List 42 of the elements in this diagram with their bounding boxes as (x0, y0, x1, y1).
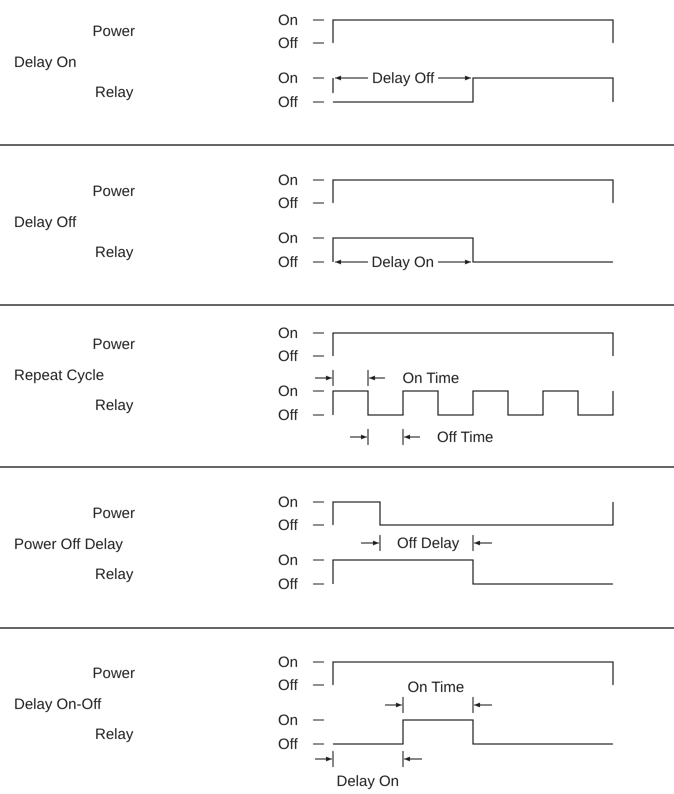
signal-name: Relay (94, 396, 134, 414)
section-title: Delay On-Off (13, 696, 102, 712)
level-label: Off (277, 34, 299, 52)
level-label: Off (277, 736, 299, 752)
level-label: Off (277, 576, 299, 592)
level-label: Off (277, 348, 299, 364)
signal-name: Relay (94, 726, 134, 742)
level-label: On (277, 654, 300, 670)
interval-label: On Time (406, 678, 466, 696)
level-label: Off (277, 516, 299, 534)
section-title: Power Off Delay (13, 536, 124, 552)
signal-name: Power (92, 22, 136, 40)
level-label: On (277, 712, 300, 728)
level-label: On (277, 494, 300, 510)
section-title: Repeat Cycle (13, 366, 106, 384)
section-title: Delay On (13, 54, 78, 70)
interval-label: Off Delay (396, 534, 460, 552)
signal-name: Power (92, 504, 136, 522)
level-label: Off (277, 94, 299, 110)
level-label: On (277, 70, 300, 86)
signal-name: Relay (94, 566, 134, 582)
interval-label: Off Time (436, 428, 494, 446)
level-label: On (277, 172, 300, 188)
interval-label: Delay On (370, 254, 436, 270)
level-label: Off (277, 254, 299, 270)
level-label: On (277, 552, 300, 568)
level-label: Off (277, 406, 299, 424)
level-label: Off (277, 194, 299, 212)
interval-label: Delay On (336, 772, 400, 790)
level-label: Off (277, 676, 299, 694)
level-label: On (277, 12, 300, 28)
signal-name: Power (92, 182, 136, 200)
interval-label: Delay Off (371, 70, 436, 86)
interval-label: On Time (402, 370, 460, 386)
signal-name: Relay (94, 84, 134, 100)
signal-name: Power (92, 664, 136, 682)
level-label: On (277, 382, 300, 400)
level-label: On (277, 324, 300, 342)
section-title: Delay Off (13, 214, 78, 230)
signal-name: Power (92, 336, 136, 352)
level-label: On (277, 230, 300, 246)
signal-name: Relay (94, 244, 134, 260)
